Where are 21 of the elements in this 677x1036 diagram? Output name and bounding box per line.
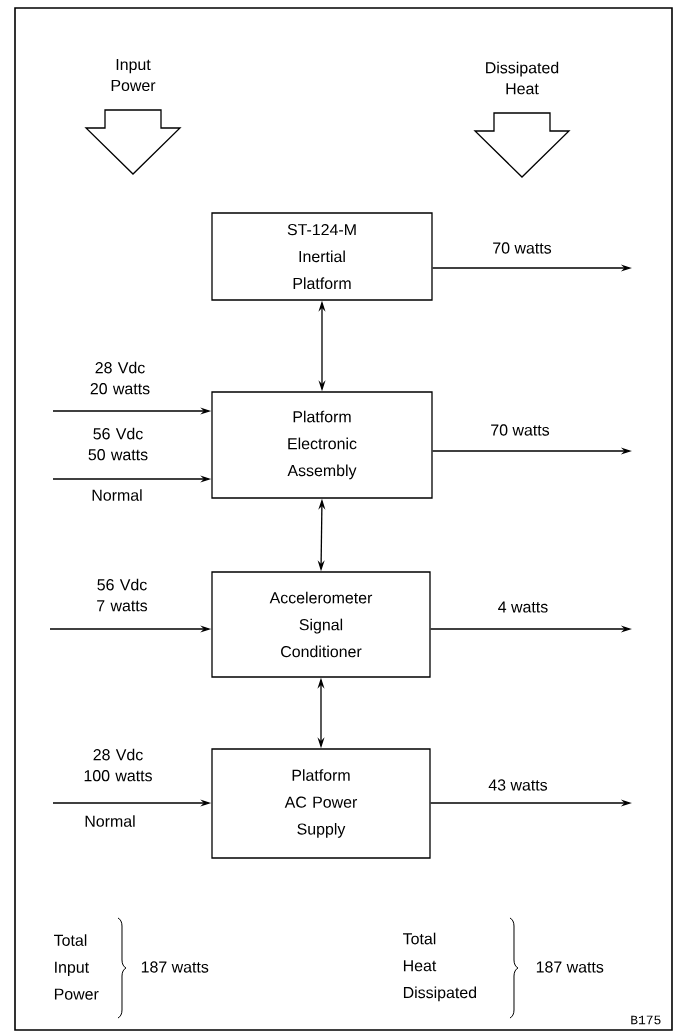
- edge-label: 56 Vdc 50 watts: [88, 427, 148, 461]
- edge-label: 43 watts: [488, 779, 548, 791]
- label-text: Dissipated Heat: [486, 61, 559, 95]
- edge-label: 28 Vdc 100 watts: [84, 748, 152, 782]
- edge-label: 56 Vdc 7 watts: [97, 578, 148, 612]
- edge-label: 4 watts: [498, 601, 548, 613]
- process-box: Accelerometer Signal Conditioner: [211, 571, 431, 678]
- edge-label: 70 watts: [493, 242, 552, 254]
- edge-label: 70 watts: [491, 424, 550, 436]
- figure-number: B175: [631, 1015, 661, 1025]
- label-text: Normal: [85, 815, 135, 827]
- label-text: 187 watts: [141, 961, 209, 973]
- label-text: Total Heat Dissipated: [403, 932, 477, 1002]
- process-box: Platform Electronic Assembly: [211, 391, 433, 499]
- edge-label: 28 Vdc 20 watts: [90, 361, 150, 395]
- label-text: Total Input Power: [54, 934, 99, 1000]
- label-text: 187 watts: [536, 961, 604, 973]
- label-text: Normal: [92, 489, 142, 501]
- process-box: Platform AC Power Supply: [211, 748, 431, 859]
- process-box: ST-124-M Inertial Platform: [211, 212, 433, 301]
- label-text: Input Power: [111, 59, 156, 92]
